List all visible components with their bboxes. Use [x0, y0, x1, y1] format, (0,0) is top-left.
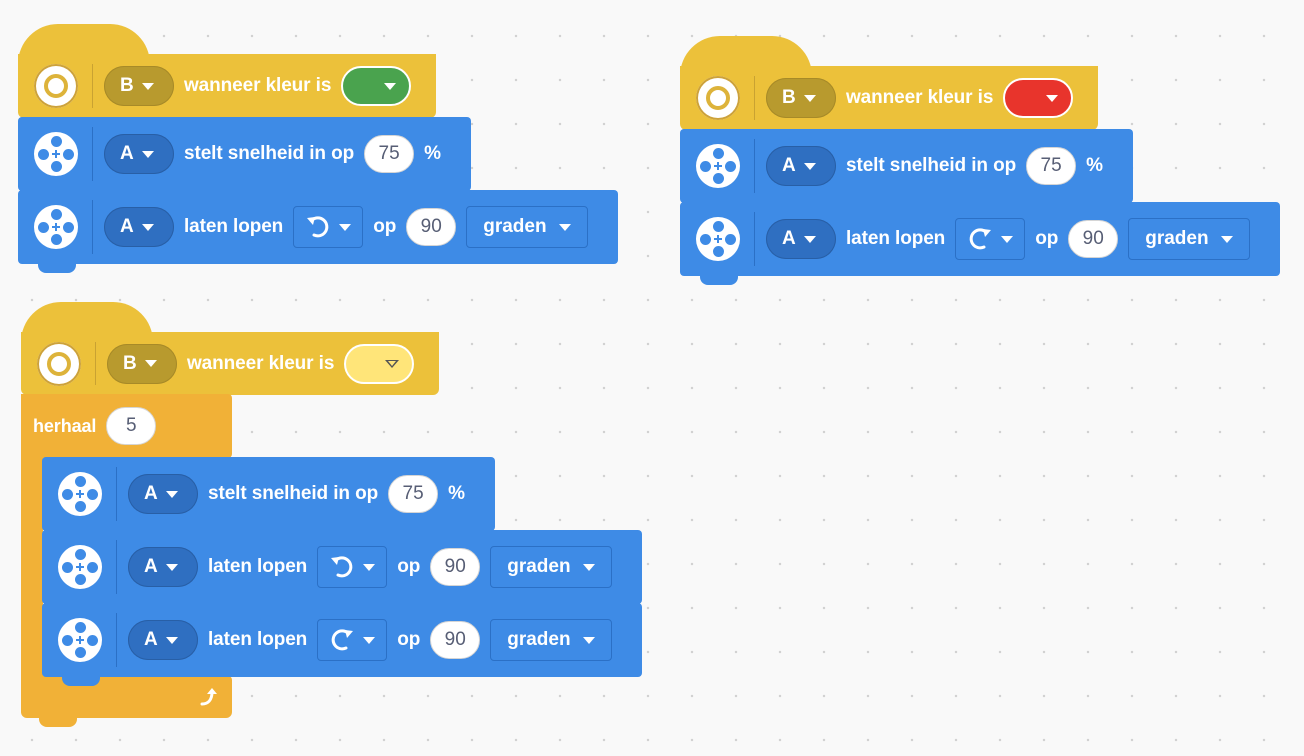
port-dropdown[interactable]: A [766, 219, 836, 259]
color-sensor-icon [37, 342, 81, 386]
loop-arrow-icon [200, 688, 217, 706]
chevron-down-icon [165, 636, 178, 644]
motor-run-degrees-block[interactable]: A laten lopen op 90 graden [42, 603, 642, 686]
chevron-down-icon [1046, 94, 1059, 102]
degrees-input[interactable]: 90 [430, 548, 481, 586]
event-block-color-yellow[interactable]: B wanneer kleur is [21, 302, 439, 395]
percent-label: % [1086, 155, 1103, 176]
motor-set-speed-block[interactable]: A stelt snelheid in op 75 % [680, 129, 1133, 203]
chevron-down-icon [385, 359, 400, 368]
chevron-down-icon [1001, 235, 1014, 243]
op-label: op [397, 629, 421, 650]
repeat-label: herhaal [33, 415, 97, 436]
color-picker[interactable] [341, 66, 412, 106]
chevron-down-icon [141, 223, 154, 231]
chevron-down-icon [363, 563, 376, 571]
hat-cap [18, 24, 150, 64]
chevron-down-icon [1220, 235, 1233, 243]
port-dropdown[interactable]: A [128, 474, 198, 514]
chevron-down-icon [803, 162, 816, 170]
repeat-block[interactable]: herhaal 5 [21, 394, 232, 458]
chevron-down-icon [582, 636, 595, 644]
port-dropdown[interactable]: A [766, 146, 836, 186]
port-dropdown[interactable]: A [104, 207, 174, 247]
motor-icon [58, 545, 102, 589]
direction-dropdown[interactable] [955, 218, 1026, 260]
motor-icon [34, 132, 78, 176]
hat-cap [21, 302, 153, 342]
counterclockwise-icon [307, 216, 329, 238]
clockwise-icon [969, 228, 992, 250]
unit-dropdown[interactable]: graden [466, 206, 588, 248]
block-label: stelt snelheid in op [184, 143, 355, 164]
chevron-down-icon [582, 563, 595, 571]
motor-icon [696, 217, 740, 261]
direction-dropdown[interactable] [317, 619, 388, 661]
event-label: wanneer kleur is [846, 87, 994, 108]
op-label: op [1035, 228, 1059, 249]
motor-run-degrees-block[interactable]: A laten lopen op 90 graden [18, 190, 618, 273]
repeat-arm [21, 456, 43, 678]
color-sensor-icon [34, 64, 78, 108]
motor-run-degrees-block[interactable]: A laten lopen op 90 graden [680, 202, 1280, 285]
color-sensor-icon [696, 76, 740, 120]
block-label: laten lopen [846, 228, 946, 249]
color-picker[interactable] [344, 343, 415, 384]
port-dropdown[interactable]: B [107, 343, 177, 384]
repeat-count-input[interactable]: 5 [106, 407, 157, 445]
color-picker[interactable] [1003, 78, 1074, 118]
chevron-down-icon [144, 360, 157, 367]
chevron-down-icon [165, 490, 178, 498]
unit-dropdown[interactable]: graden [490, 546, 612, 588]
chevron-down-icon [363, 636, 376, 644]
chevron-down-icon [558, 223, 571, 231]
unit-dropdown[interactable]: graden [1128, 218, 1250, 260]
speed-input[interactable]: 75 [388, 475, 439, 513]
op-label: op [397, 556, 421, 577]
percent-label: % [424, 143, 441, 164]
direction-dropdown[interactable] [293, 206, 364, 248]
event-label: wanneer kleur is [184, 75, 332, 96]
port-dropdown[interactable]: B [766, 78, 836, 118]
motor-set-speed-block[interactable]: A stelt snelheid in op 75 % [18, 117, 471, 191]
block-label: laten lopen [208, 629, 308, 650]
motor-icon [58, 472, 102, 516]
unit-dropdown[interactable]: graden [490, 619, 612, 661]
percent-label: % [448, 483, 465, 504]
block-label: stelt snelheid in op [846, 155, 1017, 176]
degrees-input[interactable]: 90 [1068, 220, 1119, 258]
chevron-down-icon [803, 94, 816, 102]
port-dropdown[interactable]: A [104, 134, 174, 174]
hat-cap [680, 36, 812, 76]
block-label: laten lopen [208, 556, 308, 577]
chevron-down-icon [141, 82, 154, 90]
motor-icon [58, 618, 102, 662]
degrees-input[interactable]: 90 [430, 621, 481, 659]
event-block-color-green[interactable]: B wanneer kleur is [18, 24, 436, 118]
op-label: op [373, 216, 397, 237]
block-label: laten lopen [184, 216, 284, 237]
speed-input[interactable]: 75 [364, 135, 415, 173]
degrees-input[interactable]: 90 [406, 208, 457, 246]
speed-input[interactable]: 75 [1026, 147, 1077, 185]
repeat-footer[interactable] [21, 676, 232, 727]
chevron-down-icon [339, 223, 352, 231]
direction-dropdown[interactable] [317, 546, 388, 588]
clockwise-icon [331, 629, 354, 651]
chevron-down-icon [803, 235, 816, 243]
motor-icon [696, 144, 740, 188]
chevron-down-icon [384, 82, 397, 90]
port-dropdown[interactable]: A [128, 547, 198, 587]
block-label: stelt snelheid in op [208, 483, 379, 504]
port-dropdown[interactable]: A [128, 620, 198, 660]
chevron-down-icon [165, 563, 178, 571]
event-label: wanneer kleur is [187, 352, 335, 374]
event-block-color-red[interactable]: B wanneer kleur is [680, 36, 1098, 130]
port-dropdown[interactable]: B [104, 66, 174, 106]
motor-run-degrees-block[interactable]: A laten lopen op 90 graden [42, 530, 642, 604]
chevron-down-icon [141, 150, 154, 158]
counterclockwise-icon [331, 556, 353, 578]
motor-set-speed-block[interactable]: A stelt snelheid in op 75 % [42, 457, 495, 531]
motor-icon [34, 205, 78, 249]
